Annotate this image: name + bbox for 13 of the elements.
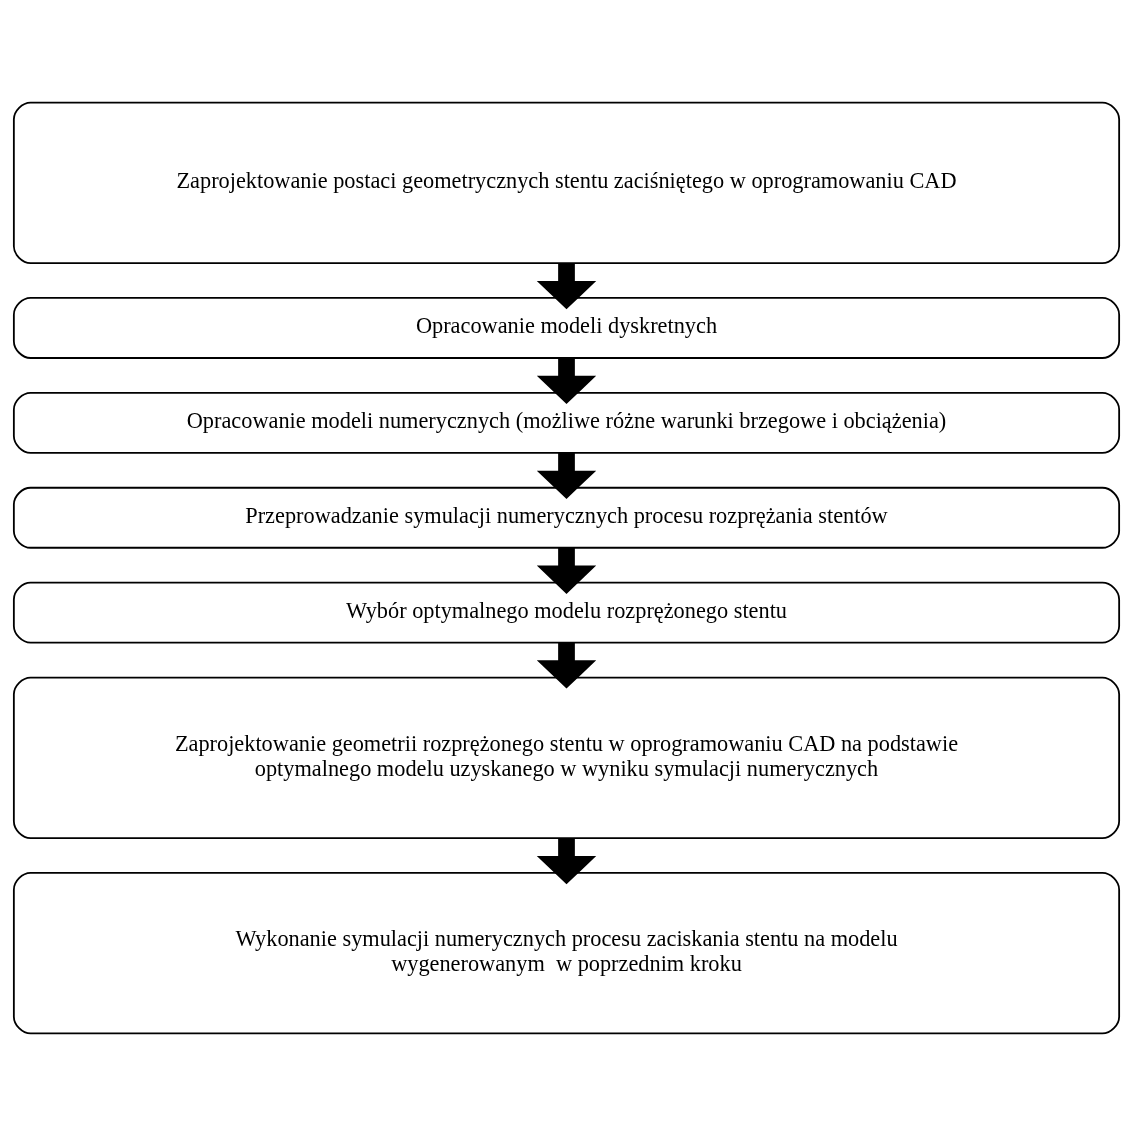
node-box: Zaprojektowanie geometrii rozprężonego stentu w oprogramowaniu CAD na podstawie optymalnego modelu uzyskanego w wyniku symulacji numerycznych — [12, 676, 1121, 839]
node-box: Przeprowadzanie symulacji numerycznych procesu rozprężania stentów — [12, 486, 1121, 549]
node-box: Opracowanie modeli numerycznych (możliwe różne warunki brzegowe i obciążenia) — [12, 391, 1121, 454]
arrow — [536, 547, 597, 594]
node-box: Wybór optymalnego modelu rozprężonego stentu — [12, 581, 1121, 644]
arrow — [536, 262, 597, 309]
node-box: Opracowanie modeli dyskretnych — [12, 296, 1121, 359]
arrow — [536, 837, 597, 884]
node-box: Zaprojektowanie postaci geometrycznych stentu zaciśniętego w oprogramowaniu CAD — [12, 101, 1121, 264]
node-box: Wykonanie symulacji numerycznych procesu zaciskania stentu na modelu wygenerowanym w poprzednim kroku — [12, 871, 1121, 1034]
arrow — [536, 357, 597, 404]
arrow — [536, 452, 597, 499]
arrow — [536, 642, 597, 689]
